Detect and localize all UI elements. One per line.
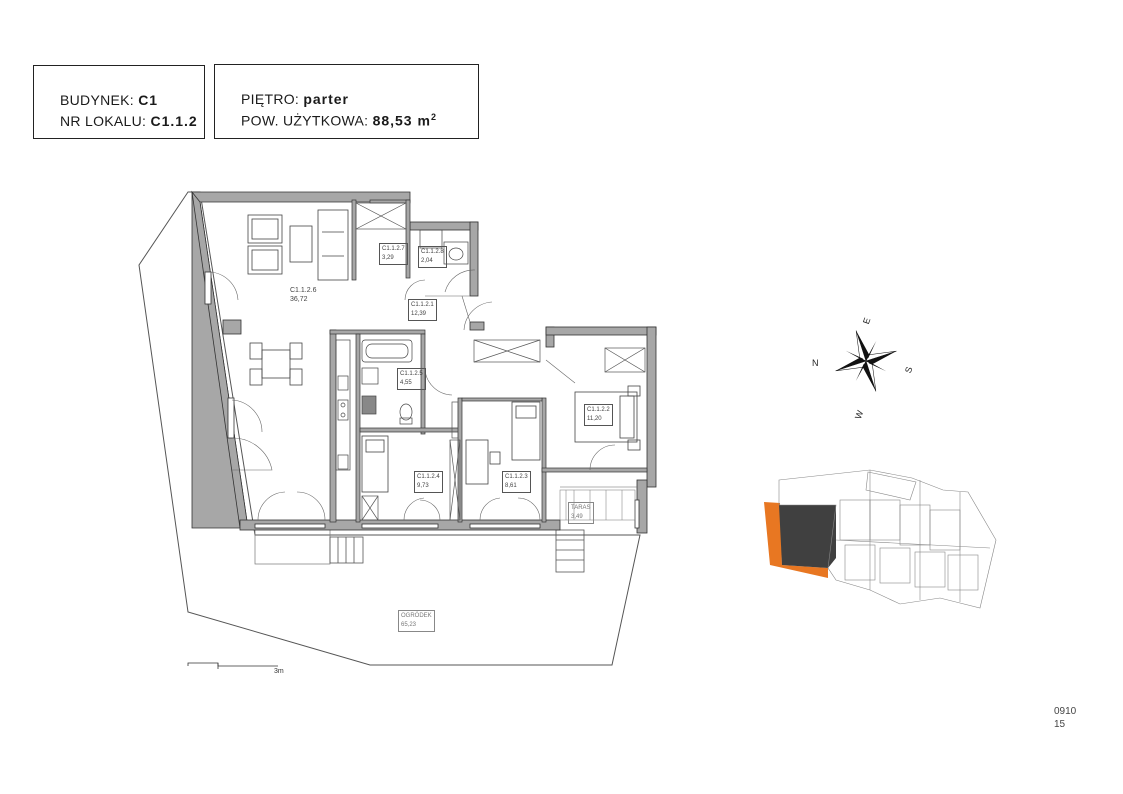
compass-rose — [835, 330, 897, 392]
hall-partitions — [425, 295, 637, 488]
room-area: 4,55 — [400, 380, 412, 386]
room-label-c1127: C1.1.2.7 3,29 — [379, 243, 408, 265]
room-area: 36,72 — [290, 296, 308, 303]
room-area: 11,20 — [587, 416, 602, 422]
key-plan-unit — [779, 505, 836, 568]
compass-s: S — [903, 365, 914, 374]
room-area: 3,49 — [571, 514, 583, 520]
bathroom-fixtures — [361, 229, 469, 425]
area-row: POW. UŻYTKOWA: 88,53 m2 — [241, 112, 436, 129]
room-area: 3,29 — [382, 255, 394, 261]
room-id: C1.1.2.3 — [505, 474, 528, 480]
floor-info-box: PIĘTRO: parter POW. UŻYTKOWA: 88,53 m2 — [214, 64, 479, 139]
room-area: 9,73 — [417, 483, 429, 489]
scale-bar — [187, 662, 278, 669]
room-label-c1128: C1.1.2.8 2,04 — [418, 246, 447, 268]
footer-code-line1: 0910 — [1054, 706, 1077, 717]
entrance-steps — [329, 536, 364, 564]
room-label-bedroom-1: C1.1.2.2 11,20 — [584, 404, 613, 426]
key-plan — [764, 469, 997, 609]
room-label-living: C1.1.2.6 36,72 — [290, 286, 316, 304]
room-id: TARAS — [571, 505, 591, 511]
room-id: C1.1.2.4 — [417, 474, 440, 480]
unit-row: NR LOKALU: C1.1.2 — [60, 113, 198, 129]
windows — [204, 271, 640, 529]
door-swings — [209, 269, 616, 521]
terrace-steps — [555, 529, 585, 573]
room-label-terrace: TARAS 3,49 — [568, 502, 594, 524]
unit-label: NR LOKALU: — [60, 113, 147, 129]
floor-value: parter — [303, 91, 349, 107]
room-area: 8,61 — [505, 483, 517, 489]
room-id: C1.1.2.6 — [290, 287, 317, 294]
kitchen-counter — [335, 339, 351, 471]
building-row: BUDYNEK: C1 — [60, 92, 158, 108]
room-label-bathroom: C1.1.2.5 4,55 — [397, 368, 426, 390]
room-id: OGRÓDEK — [401, 613, 432, 619]
footer-code-line2: 15 — [1054, 719, 1066, 730]
room-id: C1.1.2.2 — [587, 407, 610, 413]
room-area: 2,04 — [421, 258, 433, 264]
interior-walls — [329, 199, 648, 523]
room-id: C1.1.2.7 — [382, 246, 405, 252]
compass-e: E — [861, 316, 872, 325]
building-info-box: BUDYNEK: C1 NR LOKALU: C1.1.2 — [33, 65, 205, 139]
building-label: BUDYNEK: — [60, 92, 134, 108]
footer-code: 0910 15 — [1054, 705, 1076, 731]
room-label-bedroom-2: C1.1.2.4 9,73 — [414, 471, 443, 493]
terrace-deck — [254, 527, 331, 565]
room-label-hall: C1.1.2.1 12,39 — [408, 299, 437, 321]
area-value: 88,53 m — [372, 112, 431, 129]
terrace-slats — [559, 489, 636, 521]
area-label: POW. UŻYTKOWA: — [241, 112, 369, 129]
living-room-furniture — [247, 209, 349, 386]
room-area: 12,39 — [411, 311, 427, 317]
compass-w: W — [853, 409, 865, 421]
room-id: C1.1.2.5 — [400, 371, 423, 377]
room-id: C1.1.2.1 — [411, 302, 434, 308]
room-area: 65,23 — [401, 622, 417, 628]
unit-value: C1.1.2 — [150, 113, 198, 129]
bedroom-furniture — [361, 385, 641, 493]
scale-label: 3m — [274, 668, 284, 675]
room-label-bedroom-3: C1.1.2.3 8,61 — [502, 471, 531, 493]
area-unit-sup: 2 — [430, 112, 437, 122]
wardrobes — [355, 202, 646, 521]
building-value: C1 — [138, 92, 159, 108]
floor-row: PIĘTRO: parter — [241, 91, 349, 107]
room-id: C1.1.2.8 — [421, 249, 444, 255]
garden-outline — [138, 191, 641, 666]
compass-n: N — [812, 358, 819, 368]
room-label-garden: OGRÓDEK 65,23 — [398, 610, 435, 632]
floor-label: PIĘTRO: — [241, 91, 300, 107]
